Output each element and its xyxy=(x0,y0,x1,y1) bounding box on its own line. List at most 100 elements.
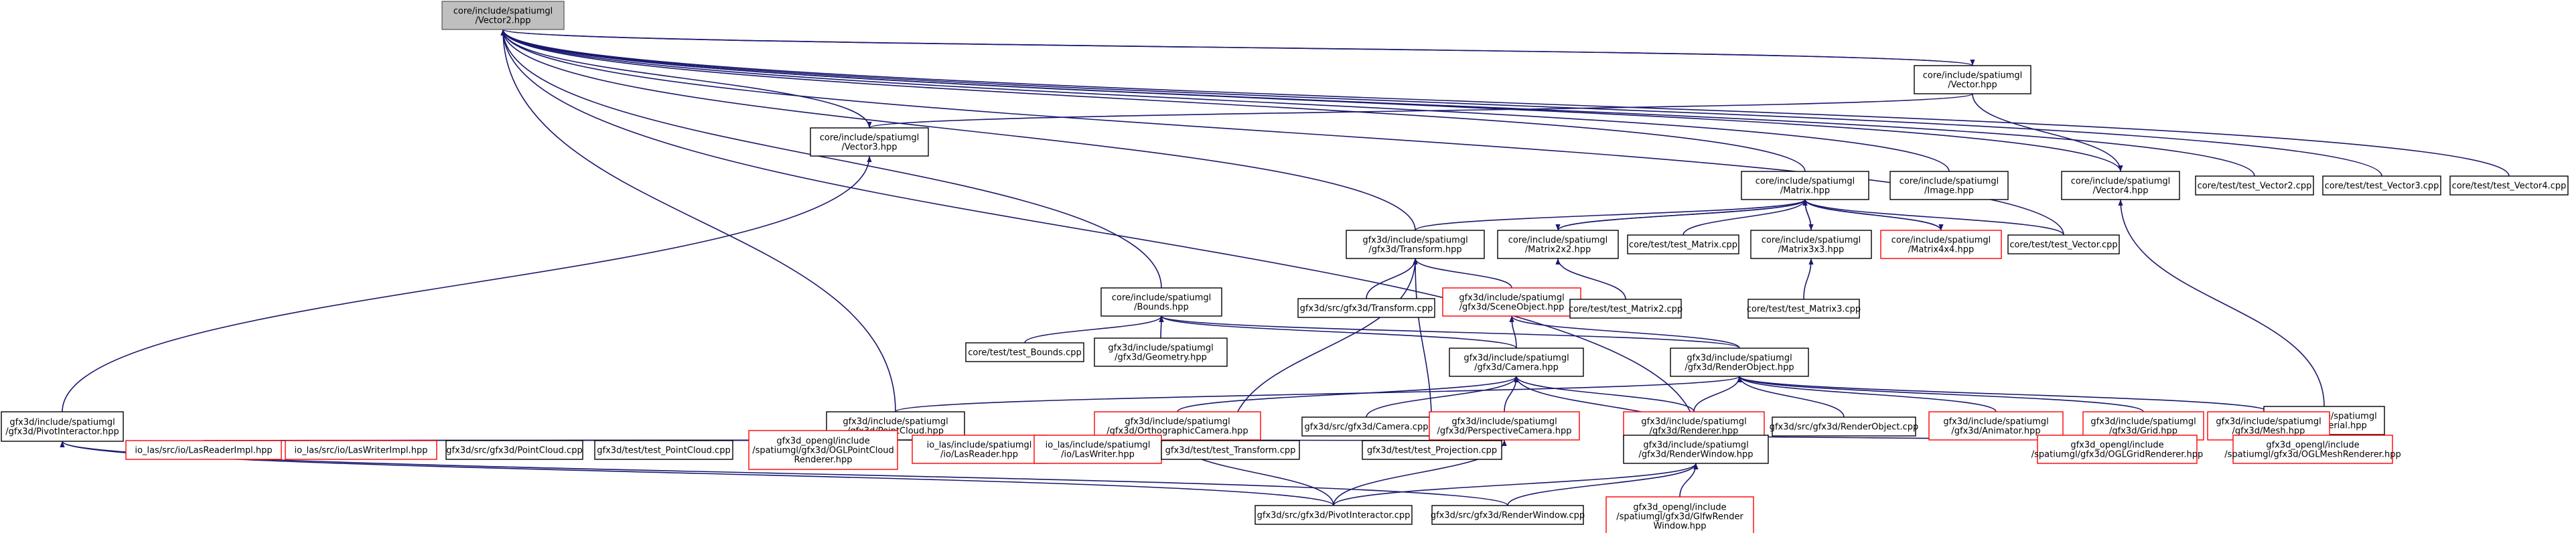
node-box[interactable] xyxy=(1094,337,1228,367)
node-box[interactable] xyxy=(2232,435,2393,464)
node-box[interactable] xyxy=(1741,171,1869,200)
node-box[interactable] xyxy=(1772,416,1916,437)
node-label-line: io_las/src/io/LasWriterImpl.hpp xyxy=(295,446,428,456)
node-box[interactable] xyxy=(1100,287,1222,317)
edge-path xyxy=(895,376,1742,412)
node-vector3[interactable]: core/include/spatiumgl/Vector3.hpp xyxy=(810,127,929,157)
edge-path xyxy=(1737,376,2144,412)
node-box[interactable] xyxy=(1747,299,1860,319)
node-box[interactable] xyxy=(2007,234,2120,254)
node-box[interactable] xyxy=(125,440,282,460)
node-vector[interactable]: core/include/spatiumgl/Vector.hpp xyxy=(1914,65,2031,94)
node-pointcloud_cpp[interactable]: gfx3d/src/gfx3d/PointCloud.cpp xyxy=(445,440,583,460)
node-box[interactable] xyxy=(445,440,583,460)
node-test_transform[interactable]: gfx3d/test/test_Transform.cpp xyxy=(1161,440,1300,460)
node-test_bounds[interactable]: core/test/test_Bounds.cpp xyxy=(965,342,1084,362)
node-box[interactable] xyxy=(1255,505,1413,525)
edge-transform-to-test_projection xyxy=(1413,258,1433,441)
node-box[interactable] xyxy=(1670,348,1809,377)
node-box[interactable] xyxy=(1297,298,1435,318)
node-box[interactable] xyxy=(441,1,565,30)
edge-path xyxy=(1509,315,1517,349)
node-box[interactable] xyxy=(1449,348,1584,377)
node-box[interactable] xyxy=(810,127,929,157)
node-lasreaderimpl[interactable]: io_las/src/io/LasReaderImpl.hpp xyxy=(125,440,282,460)
node-oglgridrenderer[interactable]: gfx3d_opengl/include/spatiumgl/gfx3d/OGL… xyxy=(2031,435,2204,464)
node-box[interactable] xyxy=(2449,175,2569,196)
node-renderwindow_cpp[interactable]: gfx3d/src/gfx3d/RenderWindow.cpp xyxy=(1431,505,1585,525)
node-test_pointcloud[interactable]: gfx3d/test/test_PointCloud.cpp xyxy=(594,440,733,460)
node-box[interactable] xyxy=(1362,440,1502,460)
edge-path xyxy=(500,29,1162,289)
node-box[interactable] xyxy=(1880,230,2002,259)
node-box[interactable] xyxy=(1161,440,1300,460)
edge-path xyxy=(1415,199,1808,231)
node-box[interactable] xyxy=(1497,230,1619,259)
node-camera[interactable]: gfx3d/include/spatiumgl/gfx3d/Camera.hpp xyxy=(1449,348,1584,377)
node-label-line: /gfx3d/PerspectiveCamera.hpp xyxy=(1437,427,1572,437)
node-pivotinteractor_cpp[interactable]: gfx3d/src/gfx3d/PivotInteractor.cpp xyxy=(1255,505,1413,525)
node-transform[interactable]: gfx3d/include/spatiumgl/gfx3d/Transform.… xyxy=(1346,230,1485,259)
node-test_vector[interactable]: core/test/test_Vector.cpp xyxy=(2007,234,2120,254)
node-box[interactable] xyxy=(965,342,1084,362)
node-box[interactable] xyxy=(1429,411,1580,441)
node-box[interactable] xyxy=(1750,230,1872,259)
node-box[interactable] xyxy=(2322,175,2441,196)
edge-path xyxy=(2118,199,2325,407)
node-box[interactable] xyxy=(1569,299,1682,319)
node-label-line: gfx3d/include/spatiumgl xyxy=(1943,417,2048,427)
node-perspcamera[interactable]: gfx3d/include/spatiumgl/gfx3d/Perspectiv… xyxy=(1429,411,1580,441)
node-box[interactable] xyxy=(285,440,437,460)
node-oglpcrenderer[interactable]: gfx3d_opengl/include/spatiumgl/gfx3d/OGL… xyxy=(748,430,898,470)
node-box[interactable] xyxy=(2037,435,2198,464)
node-box[interactable] xyxy=(1605,496,1754,533)
node-geometry[interactable]: gfx3d/include/spatiumgl/gfx3d/Geometry.h… xyxy=(1094,337,1228,367)
node-test_vector4[interactable]: core/test/test_Vector4.cpp xyxy=(2449,175,2569,196)
node-label-line: /io/LasWriter.hpp xyxy=(1061,450,1135,460)
node-test_vector3[interactable]: core/test/test_Vector3.cpp xyxy=(2322,175,2441,196)
node-oglmeshrenderer[interactable]: gfx3d_opengl/include/spatiumgl/gfx3d/OGL… xyxy=(2224,435,2401,464)
node-matrix2x2[interactable]: core/include/spatiumgl/Matrix2x2.hpp xyxy=(1497,230,1619,259)
node-box[interactable] xyxy=(1,411,124,442)
node-test_matrix3[interactable]: core/test/test_Matrix3.cpp xyxy=(1747,299,1861,319)
node-matrix3x3[interactable]: core/include/spatiumgl/Matrix3x3.hpp xyxy=(1750,230,1872,259)
node-camera_cpp[interactable]: gfx3d/src/gfx3d/Camera.cpp xyxy=(1301,416,1431,437)
node-bounds[interactable]: core/include/spatiumgl/Bounds.hpp xyxy=(1100,287,1222,317)
node-lasreader[interactable]: io_las/include/spatiumgl/io/LasReader.hp… xyxy=(912,435,1047,464)
node-box[interactable] xyxy=(594,440,733,460)
node-box[interactable] xyxy=(1623,435,1769,464)
node-transform_cpp[interactable]: gfx3d/src/gfx3d/Transform.cpp xyxy=(1297,298,1435,318)
node-renderwindow[interactable]: gfx3d/include/spatiumgl/gfx3d/RenderWind… xyxy=(1623,435,1769,464)
node-renderobject[interactable]: gfx3d/include/spatiumgl/gfx3d/RenderObje… xyxy=(1670,348,1809,377)
node-label-line: core/include/spatiumgl xyxy=(1756,177,1855,187)
node-box[interactable] xyxy=(748,430,898,470)
node-test_projection[interactable]: gfx3d/test/test_Projection.cpp xyxy=(1362,440,1502,460)
node-box[interactable] xyxy=(1627,234,1739,254)
node-box[interactable] xyxy=(1431,505,1584,525)
node-animator[interactable]: gfx3d/include/spatiumgl/gfx3d/Animator.h… xyxy=(1928,411,2064,441)
node-image[interactable]: core/include/spatiumgl/Image.hpp xyxy=(1889,171,2009,200)
node-label-line: /gfx3d/Grid.hpp xyxy=(2109,427,2177,437)
node-label-line: core/include/spatiumgl xyxy=(2071,177,2170,187)
node-box[interactable] xyxy=(1914,65,2031,94)
node-renderobject_cpp[interactable]: gfx3d/src/gfx3d/RenderObject.cpp xyxy=(1770,416,1919,437)
node-matrix4x4[interactable]: core/include/spatiumgl/Matrix4x4.hpp xyxy=(1880,230,2002,259)
node-matrix[interactable]: core/include/spatiumgl/Matrix.hpp xyxy=(1741,171,1869,200)
node-laswriterimpl[interactable]: io_las/src/io/LasWriterImpl.hpp xyxy=(285,440,437,460)
node-box[interactable] xyxy=(1889,171,2009,200)
node-test_matrix2[interactable]: core/test/test_Matrix2.cpp xyxy=(1569,299,1683,319)
node-box[interactable] xyxy=(2061,171,2180,200)
node-laswriter[interactable]: io_las/include/spatiumgl/io/LasWriter.hp… xyxy=(1033,435,1162,464)
node-glfwrenderwindow[interactable]: gfx3d_opengl/include/spatiumgl/gfx3d/Glf… xyxy=(1605,496,1754,533)
node-box[interactable] xyxy=(1346,230,1485,259)
node-test_vector2[interactable]: core/test/test_Vector2.cpp xyxy=(2195,175,2314,196)
node-box[interactable] xyxy=(2195,175,2314,196)
node-vector2[interactable]: core/include/spatiumgl/Vector2.hpp xyxy=(441,1,565,30)
node-box[interactable] xyxy=(1442,287,1581,317)
node-test_matrix[interactable]: core/test/test_Matrix.cpp xyxy=(1627,234,1739,254)
node-sceneobject[interactable]: gfx3d/include/spatiumgl/gfx3d/SceneObjec… xyxy=(1442,287,1581,317)
node-pivotinteractor[interactable]: gfx3d/include/spatiumgl/gfx3d/PivotInter… xyxy=(1,411,124,442)
node-vector4[interactable]: core/include/spatiumgl/Vector4.hpp xyxy=(2061,171,2180,200)
node-box[interactable] xyxy=(1033,435,1162,464)
node-label-line: core/include/spatiumgl xyxy=(1891,236,1991,246)
